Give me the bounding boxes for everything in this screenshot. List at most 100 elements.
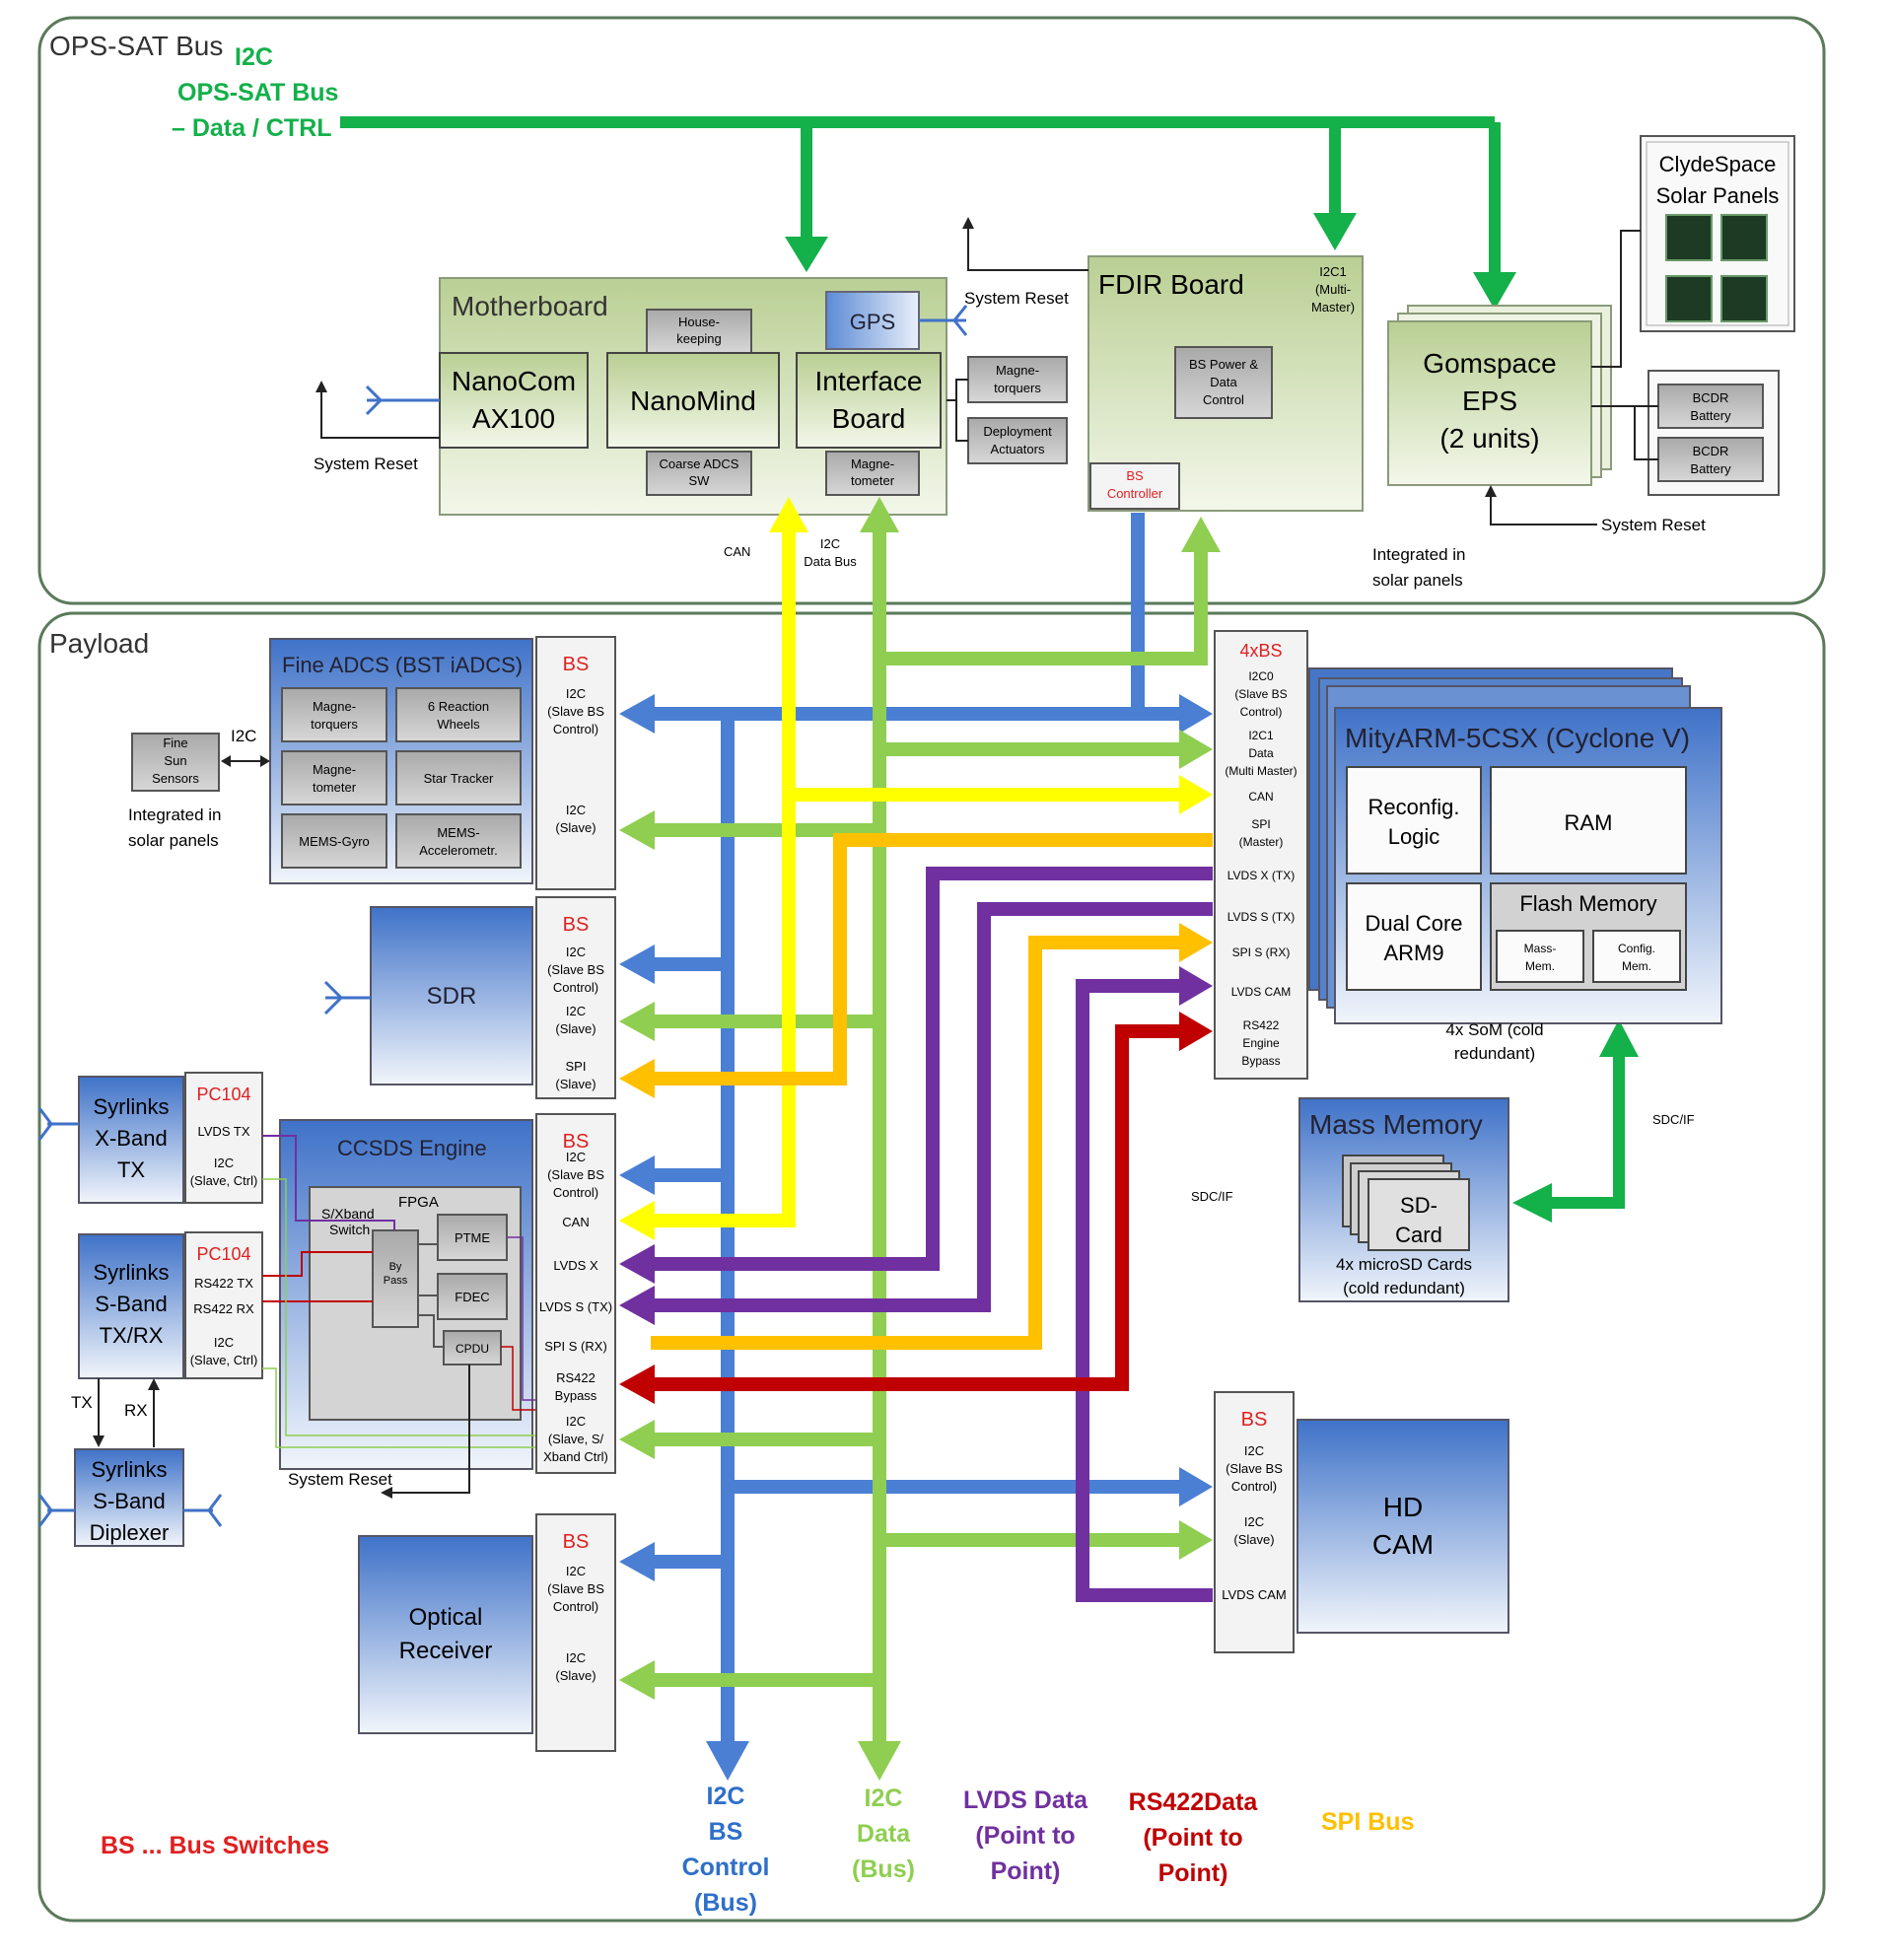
sband-rx: RX: [124, 1401, 148, 1420]
reconfig-2: Logic: [1388, 824, 1440, 849]
mass-memory-note-1: 4x microSD Cards: [1336, 1255, 1472, 1274]
adcs-item-1b: torquers: [311, 717, 358, 732]
nanocom-antenna-icon: [365, 385, 440, 416]
fdir-i2c1-3: Master): [1311, 300, 1355, 315]
bs-controller-2: Controller: [1107, 486, 1163, 501]
blue-arrow-optical: [619, 1542, 655, 1581]
fine-sun-sensors-block: [131, 733, 220, 792]
fdir-i2c1-2: (Multi-: [1315, 282, 1351, 297]
diplexer-2: S-Band: [93, 1489, 165, 1513]
ccsds-system-reset-label: System Reset: [288, 1470, 392, 1489]
battery1-1: BCDR: [1693, 390, 1729, 405]
green-arrow-fineadcs: [619, 810, 655, 850]
fpga-label: FPGA: [398, 1194, 439, 1211]
clydespace-solar-panels: ClydeSpace Solar Panels: [1640, 135, 1795, 332]
green-arrow-bus-end: [858, 1741, 901, 1781]
adcs-item-3b: tometer: [313, 780, 357, 795]
sepp-p8: LVDS CAM: [1231, 985, 1291, 999]
green-arrow-hdcam: [1179, 1520, 1213, 1560]
adcs-integrated-2: solar panels: [128, 831, 219, 850]
sband-pc104: PC104: [196, 1244, 250, 1264]
magnetometer-block: [825, 451, 920, 496]
interface-board-label-1: Interface: [815, 366, 923, 396]
coarse-adcs-label-1: Coarse ADCS: [660, 456, 739, 471]
i2c-data-bus-label-2: Data Bus: [804, 554, 857, 569]
legend-i2c-data-3: (Bus): [852, 1855, 915, 1883]
solar-title-1: ClydeSpace: [1659, 152, 1777, 176]
yellow-arrow-mb: [769, 497, 808, 532]
fadcs-p1b: (Slave BS: [547, 704, 604, 719]
green-arrow-optical: [619, 1660, 655, 1700]
deployment-label-2: Actuators: [991, 442, 1045, 456]
optical-p1c: Control): [553, 1599, 598, 1614]
motherboard-title: Motherboard: [452, 291, 608, 321]
solar-cell-icons: [1665, 214, 1768, 322]
sepp-p9b: Engine: [1242, 1036, 1280, 1050]
syrlinks-xband-tx: Syrlinks X-Band TX PC104 LVDS TX I2C (Sl…: [78, 1072, 263, 1204]
legend-lvds-1: LVDS Data: [963, 1786, 1088, 1814]
optical-bs-panel: BS I2C (Slave BS Control) I2C (Slave): [535, 1513, 616, 1752]
xband-antenna-icon: [37, 1107, 79, 1141]
sepp-p3: CAN: [1248, 790, 1273, 804]
dual-core-1: Dual Core: [1365, 911, 1462, 936]
fdir-board: FDIR Board I2C1 (Multi- Master) BS Power…: [1087, 255, 1364, 512]
spi-arrow-sdr: [619, 1059, 655, 1098]
mass-memory-title: Mass Memory: [1309, 1109, 1483, 1140]
sdr-p3a: SPI: [566, 1059, 587, 1074]
fdir-bs-power-1: BS Power &: [1189, 357, 1258, 372]
legend-rs422-3: Point): [1158, 1859, 1228, 1887]
optical-p2a: I2C: [566, 1650, 586, 1665]
blue-arrow-fineadcs: [619, 694, 655, 734]
cpdu-block: [443, 1330, 502, 1365]
sband-title-1: Syrlinks: [93, 1260, 169, 1285]
ccsds-p4: LVDS S (TX): [539, 1299, 612, 1314]
dual-core-block: [1346, 882, 1482, 991]
diplexer-1: Syrlinks: [91, 1457, 167, 1482]
eps-reset-arrow: [1490, 495, 1597, 525]
rs422-arrow-ccsds: [619, 1365, 655, 1404]
legend-rs422-2: (Point to: [1143, 1824, 1242, 1852]
ccsds-reset-arrow: [390, 1365, 470, 1494]
nanocom-label-2: AX100: [472, 403, 555, 434]
nanocom-block: [439, 352, 589, 449]
ptme-label: PTME: [455, 1230, 490, 1245]
sband-p1: RS422 TX: [194, 1276, 253, 1291]
xband-p2a: I2C: [214, 1155, 234, 1170]
spi-bus: [651, 833, 1213, 1350]
optical-bs: BS: [563, 1531, 590, 1553]
xband-title-1: Syrlinks: [93, 1094, 169, 1119]
xband-pc104: PC104: [196, 1085, 250, 1104]
som-note-1: 4x SoM (cold: [1445, 1020, 1543, 1039]
sdr-p1a: I2C: [566, 945, 586, 959]
sepp-p6: LVDS S (TX): [1227, 910, 1295, 924]
fdir-system-reset-label: System Reset: [964, 289, 1069, 308]
sdc-if-label-right: SDC/IF: [1652, 1112, 1695, 1127]
sun-sensors-3: Sensors: [152, 771, 199, 786]
ram-block: [1490, 766, 1687, 875]
ccsds-p1a: I2C: [566, 1150, 586, 1164]
mass-mem-1: Mass-: [1524, 942, 1557, 955]
diplexer-antenna-left-icon: [37, 1494, 75, 1527]
legend-i2c-control-2: BS: [709, 1818, 743, 1846]
lvds-arrow-cam: [1179, 966, 1213, 1006]
mityarm-som: MityARM-5CSX (Cyclone V) Reconfig. Logic…: [1308, 667, 1722, 1024]
sband-title-3: TX/RX: [100, 1323, 164, 1348]
flash-label: Flash Memory: [1519, 891, 1656, 916]
som-note-2: redundant): [1454, 1044, 1535, 1063]
sepp-p1a: I2C0: [1248, 669, 1274, 683]
can-bus: [651, 528, 1201, 1227]
bypass-1: By: [389, 1261, 402, 1273]
magnetorquers-block: [967, 356, 1068, 403]
mass-memory: Mass Memory SD- Card 4x microSD Cards (c…: [1298, 1097, 1509, 1302]
nanomind-block: [606, 352, 780, 449]
rs422-arrow-sepp: [1179, 1012, 1213, 1051]
obc-data-ctrl-bus: [340, 116, 1516, 310]
sd-card-2: Card: [1395, 1223, 1442, 1247]
sdr-p1b: (Slave BS: [547, 962, 604, 977]
fdir-i2c1-1: I2C1: [1319, 264, 1346, 279]
syrlinks-sband-diplexer: Syrlinks S-Band Diplexer: [74, 1448, 184, 1547]
sdr-p3b: (Slave): [555, 1077, 596, 1091]
hdcam-p2b: (Slave): [1233, 1532, 1274, 1547]
hdcam-p1a: I2C: [1244, 1443, 1264, 1458]
